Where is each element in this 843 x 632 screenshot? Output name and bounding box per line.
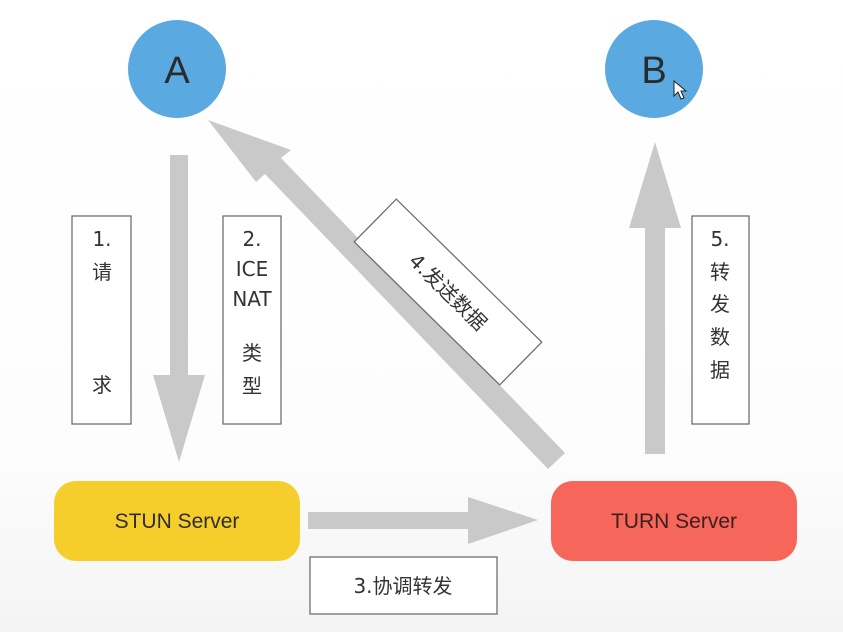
mouse-cursor-icon — [673, 79, 688, 100]
step-1-line-2: 请 — [92, 260, 112, 284]
arrow-turn-to-b — [629, 142, 681, 454]
step-2-line-2: ICE — [236, 257, 269, 281]
step-5-line-2: 转 — [710, 260, 730, 284]
node-a-circle — [128, 20, 226, 118]
turn-server-label: TURN Server — [611, 510, 737, 533]
step-3-text: 3.协调转发 — [353, 574, 452, 598]
step-2-line-3: NAT — [232, 287, 272, 311]
node-a: A — [128, 20, 226, 118]
stun-server-box — [54, 481, 300, 561]
step-5-line-4: 数 — [710, 325, 730, 349]
node-b-label: B — [641, 50, 666, 92]
arrow-stun-to-turn — [308, 497, 538, 544]
step-3-label: 3.协调转发 — [309, 556, 498, 615]
step-2-line-4: 类 — [242, 341, 262, 365]
step-2-line-5: 型 — [242, 374, 262, 398]
turn-server-box — [551, 481, 797, 561]
node-b: B — [605, 20, 703, 118]
stun-server-node: STUN Server — [54, 481, 300, 561]
stun-server-label: STUN Server — [115, 510, 240, 533]
step-2-line-1: 2. — [242, 227, 261, 251]
step-1-label: 1. 请 求 — [71, 215, 132, 425]
arrow-a-to-stun — [153, 155, 205, 462]
step-5-line-1: 5. — [710, 227, 729, 251]
step-5-line-3: 发 — [710, 292, 730, 316]
step-1-line-1: 1. — [92, 227, 111, 251]
node-a-label: A — [164, 50, 190, 92]
step-5-label: 5. 转 发 数 据 — [691, 215, 750, 425]
step-5-line-5: 据 — [710, 358, 730, 382]
arrow-turn-to-a — [208, 120, 565, 469]
turn-server-node: TURN Server — [551, 481, 797, 561]
step-2-label: 2. ICE NAT 类 型 — [222, 215, 282, 425]
step-1-line-3: 求 — [92, 373, 112, 397]
